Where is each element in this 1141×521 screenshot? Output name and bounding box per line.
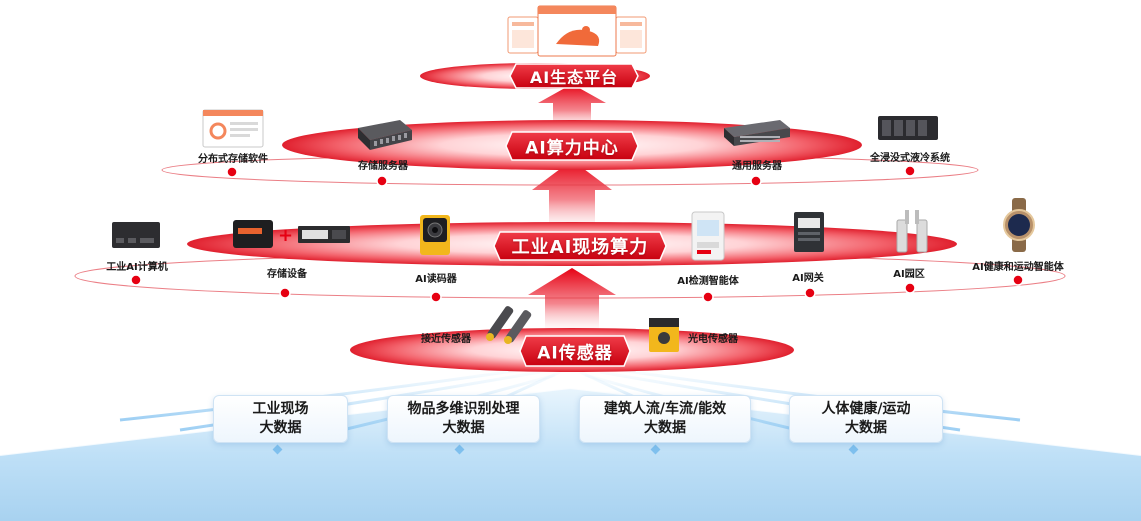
sensor-title: AI传感器 — [537, 343, 613, 364]
platform-title: AI生态平台 — [529, 68, 619, 87]
platform-screens-icon — [507, 5, 647, 57]
dot-ai-gateway — [804, 287, 816, 299]
data-source-line2: 大数据 — [442, 420, 485, 436]
ai-health-watch-icon — [1003, 198, 1035, 252]
data-source-line2: 大数据 — [845, 420, 887, 436]
industrial-ai-computer-icon — [112, 222, 160, 248]
compute-center-title: AI算力中心 — [525, 138, 619, 159]
compute-center-badge — [505, 131, 639, 161]
dot-ai-health — [1012, 274, 1024, 286]
data-source-line1: 人体健康/运动 — [821, 401, 911, 417]
data-source-building-flow: 建筑人流/车流/能效 大数据 — [579, 395, 751, 443]
data-source-line1: 工业现场 — [252, 401, 309, 417]
label-photoelectric-sensor: 光电传感器 — [688, 334, 738, 345]
data-source-line1: 物品多维识别处理 — [407, 401, 520, 417]
edge-compute-title: 工业AI现场算力 — [511, 237, 649, 258]
tier-badges — [493, 63, 667, 367]
node-dots — [130, 165, 1024, 303]
upward-arrows — [528, 84, 616, 333]
ai-code-reader-icon — [420, 215, 450, 255]
sensor-badge — [519, 335, 631, 367]
arrow-sensor-to-edge — [528, 268, 616, 333]
arrow-edge-to-center — [532, 160, 612, 232]
base-platform — [0, 368, 1141, 521]
label-proximity-sensor: 接近传感器 — [421, 334, 471, 345]
label-storage-device: 存储设备 — [267, 269, 307, 280]
label-ai-code-reader: AI读码器 — [415, 274, 457, 285]
liquid-cooling-system-icon — [878, 116, 938, 140]
dot-ai-inspection — [702, 291, 714, 303]
photoelectric-sensor-icon — [649, 318, 679, 352]
dot-storage-device — [279, 287, 291, 299]
dot-storage-server — [376, 175, 388, 187]
data-source-industrial-site: 工业现场 大数据 — [213, 395, 348, 443]
data-source-human-health: 人体健康/运动 大数据 — [789, 395, 943, 443]
dot-ai-code-reader — [430, 291, 442, 303]
general-server-icon — [724, 120, 790, 146]
plus-sign: + — [278, 225, 294, 246]
base-diamond-markers — [272, 444, 859, 455]
label-storage-server: 存储服务器 — [358, 161, 408, 172]
dot-distributed-storage — [226, 166, 238, 178]
label-ai-health-agent: AI健康和运动智能体 — [972, 262, 1064, 273]
platform-badge — [509, 63, 639, 89]
distributed-storage-software-icon — [202, 109, 264, 148]
data-source-line2: 大数据 — [259, 420, 302, 436]
arrow-center-to-platform — [538, 84, 606, 132]
data-source-line1: 建筑人流/车流/能效 — [603, 401, 727, 417]
dot-liquid-cooling — [904, 165, 916, 177]
dot-general-server — [750, 175, 762, 187]
label-ai-park: AI园区 — [893, 269, 925, 280]
ai-park-icon — [896, 210, 928, 253]
label-ai-inspection-agent: AI检测智能体 — [677, 276, 739, 287]
dot-ai-park — [904, 282, 916, 294]
data-source-line2: 大数据 — [644, 420, 686, 436]
proximity-sensor-icon — [486, 306, 532, 344]
data-source-object-recognition: 物品多维识别处理 大数据 — [387, 395, 540, 443]
ai-inspection-agent-icon — [691, 211, 725, 261]
storage-device-icon — [233, 220, 350, 248]
ai-gateway-icon — [794, 212, 824, 252]
storage-server-icon — [358, 120, 412, 150]
label-liquid-cooling-system: 全浸没式液冷系统 — [870, 153, 950, 164]
dot-industrial-computer — [130, 274, 142, 286]
label-ai-gateway: AI网关 — [792, 273, 824, 284]
label-industrial-ai-computer: 工业AI计算机 — [106, 262, 168, 273]
edge-compute-badge — [493, 231, 667, 261]
label-distributed-storage-software: 分布式存储软件 — [198, 154, 268, 165]
label-general-server: 通用服务器 — [732, 161, 782, 172]
